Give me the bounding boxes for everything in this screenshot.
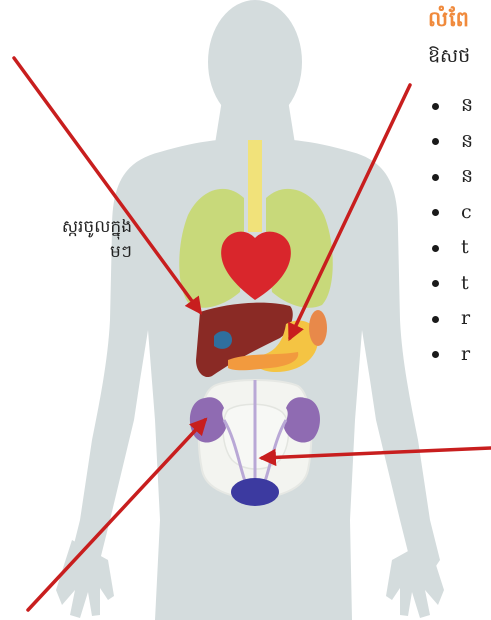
bullet-text: r (461, 307, 470, 329)
bullet-item: ន (432, 88, 473, 124)
bullet-icon (432, 316, 439, 323)
bullet-item: c (432, 195, 473, 231)
bullet-text: c (461, 201, 472, 223)
bullet-item: t (432, 266, 473, 302)
section-heading: លំពែ (428, 6, 470, 37)
bullet-icon (432, 138, 439, 145)
bullet-icon (432, 103, 439, 110)
bullet-text: r (461, 343, 470, 365)
bullet-icon (432, 351, 439, 358)
bullet-item: r (432, 337, 473, 373)
gallbladder (214, 331, 232, 349)
bullet-text: ន (461, 94, 473, 116)
bullet-icon (432, 280, 439, 287)
thyroid (249, 140, 261, 152)
bullet-item: ន (432, 124, 473, 160)
bullet-text: t (461, 272, 469, 294)
left-hand (56, 540, 114, 618)
liver-caption: ស្ករចូលក្នុង មៗ (0, 215, 132, 265)
trachea (248, 140, 262, 232)
section-subheading: ឱសថ (428, 44, 470, 72)
caption-line: មៗ (0, 240, 132, 265)
bullet-icon (432, 174, 439, 181)
bullet-icon (432, 209, 439, 216)
right-kidney (284, 397, 320, 442)
caption-line: ស្ករចូលក្នុង (0, 215, 132, 240)
bullet-text: ន (461, 130, 473, 152)
bullet-text: ន (461, 165, 473, 187)
spleen (309, 310, 327, 346)
bullet-list: ន ន ន c t t r r (432, 88, 473, 372)
bullet-icon (432, 245, 439, 252)
bullet-item: r (432, 301, 473, 337)
bullet-text: t (461, 236, 469, 258)
bladder (231, 478, 279, 506)
left-kidney (190, 397, 226, 442)
bullet-item: t (432, 230, 473, 266)
bullet-item: ន (432, 159, 473, 195)
